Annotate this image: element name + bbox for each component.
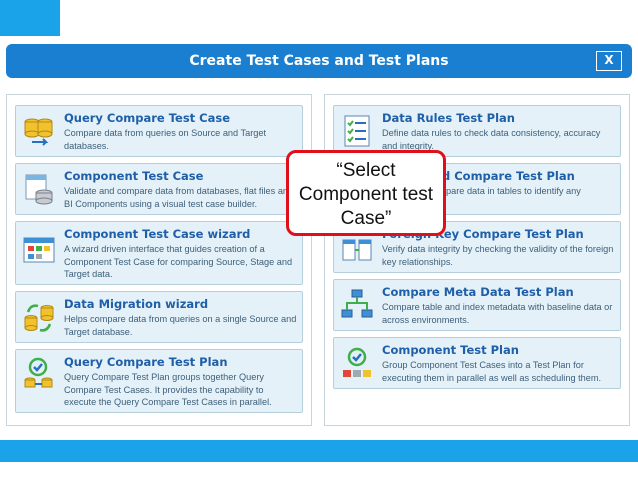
item-title: Query Compare Test Plan (64, 355, 228, 369)
instruction-callout: “Select Component test Case” (286, 150, 446, 236)
item-description: Compare data from queries on Source and … (64, 128, 267, 151)
item-title: Query Compare Test Case (64, 111, 231, 125)
item-description: Validate and compare data from databases… (64, 186, 294, 209)
dialog-titlebar: Create Test Cases and Test Plans X (6, 44, 632, 78)
data-rules-test-plan-item[interactable]: Data Rules Test Plan Define data rules t… (333, 105, 621, 157)
item-title: Compare Meta Data Test Plan (382, 285, 574, 299)
component-test-case-item[interactable]: Component Test Case Validate and compare… (15, 163, 303, 215)
dialog-title: Create Test Cases and Test Plans (189, 53, 449, 69)
close-button[interactable]: X (596, 51, 622, 71)
file-database-icon (25, 174, 53, 205)
item-description: Group Component Test Cases into a Test P… (382, 360, 602, 383)
item-title: Component Test Plan (382, 343, 519, 357)
query-compare-test-plan-item[interactable]: Query Compare Test Plan Query Compare Te… (15, 349, 303, 413)
item-description: pare data in tables to identify any (446, 186, 581, 196)
database-compare-icon (24, 118, 53, 146)
component-test-plan-item[interactable]: Component Test Plan Group Component Test… (333, 337, 621, 389)
bottom-accent-bar (0, 440, 638, 462)
item-description: Query Compare Test Plan groups together … (64, 372, 272, 407)
item-description: Helps compare data from queries on a sin… (64, 314, 297, 337)
refresh-check-components-icon (343, 347, 371, 377)
compare-meta-data-test-plan-item[interactable]: Compare Meta Data Test Plan Compare tabl… (333, 279, 621, 331)
wizard-window-icon (23, 237, 55, 263)
item-title: Component Test Case (64, 169, 204, 183)
test-cases-panel: Query Compare Test Case Compare data fro… (6, 94, 312, 426)
callout-line-2: Component test (298, 184, 434, 205)
item-description: A wizard driven interface that guides cr… (64, 244, 293, 279)
item-title: Component Test Case wizard (64, 227, 251, 241)
create-test-dialog: Create Test Cases and Test Plans X Query… (6, 44, 632, 434)
checklist-icon (344, 115, 370, 147)
item-description: Verify data integrity by checking the va… (382, 244, 614, 267)
item-description: Compare table and index metadata with ba… (382, 302, 613, 325)
callout-line-1: “Select (336, 160, 396, 181)
foreign-key-icon (342, 239, 372, 261)
refresh-check-database-icon (24, 357, 53, 388)
test-plans-panel: Data Rules Test Plan Define data rules t… (324, 94, 630, 426)
database-migration-icon (24, 304, 54, 332)
component-test-case-wizard-item[interactable]: Component Test Case wizard A wizard driv… (15, 221, 303, 285)
item-title: d Compare Test Plan (442, 169, 575, 183)
top-left-accent (0, 0, 60, 36)
item-description: Define data rules to check data consiste… (382, 128, 601, 151)
metadata-tree-icon (341, 289, 373, 318)
callout-line-3: Case” (340, 208, 392, 229)
item-title: Data Migration wizard (64, 297, 209, 311)
item-title: Data Rules Test Plan (382, 111, 515, 125)
data-migration-wizard-item[interactable]: Data Migration wizard Helps compare data… (15, 291, 303, 343)
query-compare-test-case-item[interactable]: Query Compare Test Case Compare data fro… (15, 105, 303, 157)
